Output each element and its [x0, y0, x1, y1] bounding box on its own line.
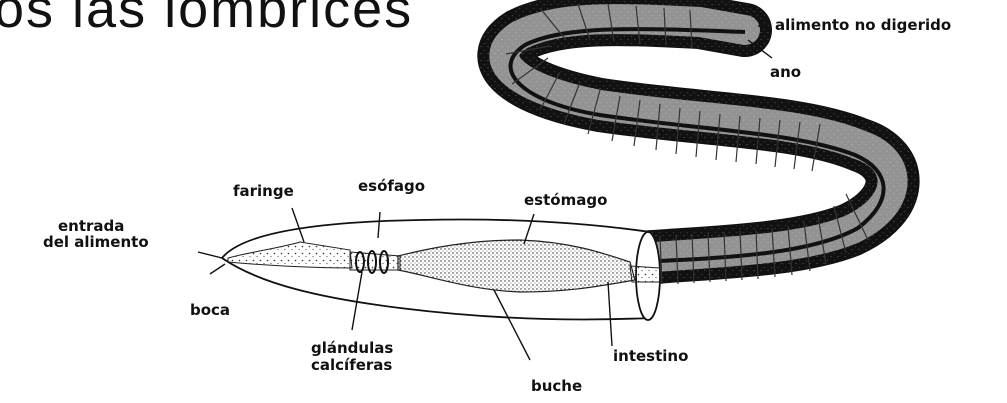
- label-glandulas-line1: glándulas: [311, 340, 393, 356]
- label-buche: buche: [531, 378, 582, 394]
- label-entrada-line1: entrada: [58, 218, 124, 234]
- intestine-segment: [630, 266, 660, 282]
- label-estomago: estómago: [524, 192, 607, 208]
- label-faringe: faringe: [233, 183, 294, 199]
- label-alimento-no-digerido: alimento no digerido: [775, 17, 951, 33]
- label-entrada-line2: del alimento: [43, 234, 149, 250]
- label-boca: boca: [190, 302, 230, 318]
- label-esofago: esófago: [358, 178, 425, 194]
- label-glandulas-line2: calcíferas: [311, 357, 392, 373]
- label-ano: ano: [770, 64, 801, 80]
- label-intestino: intestino: [613, 348, 688, 364]
